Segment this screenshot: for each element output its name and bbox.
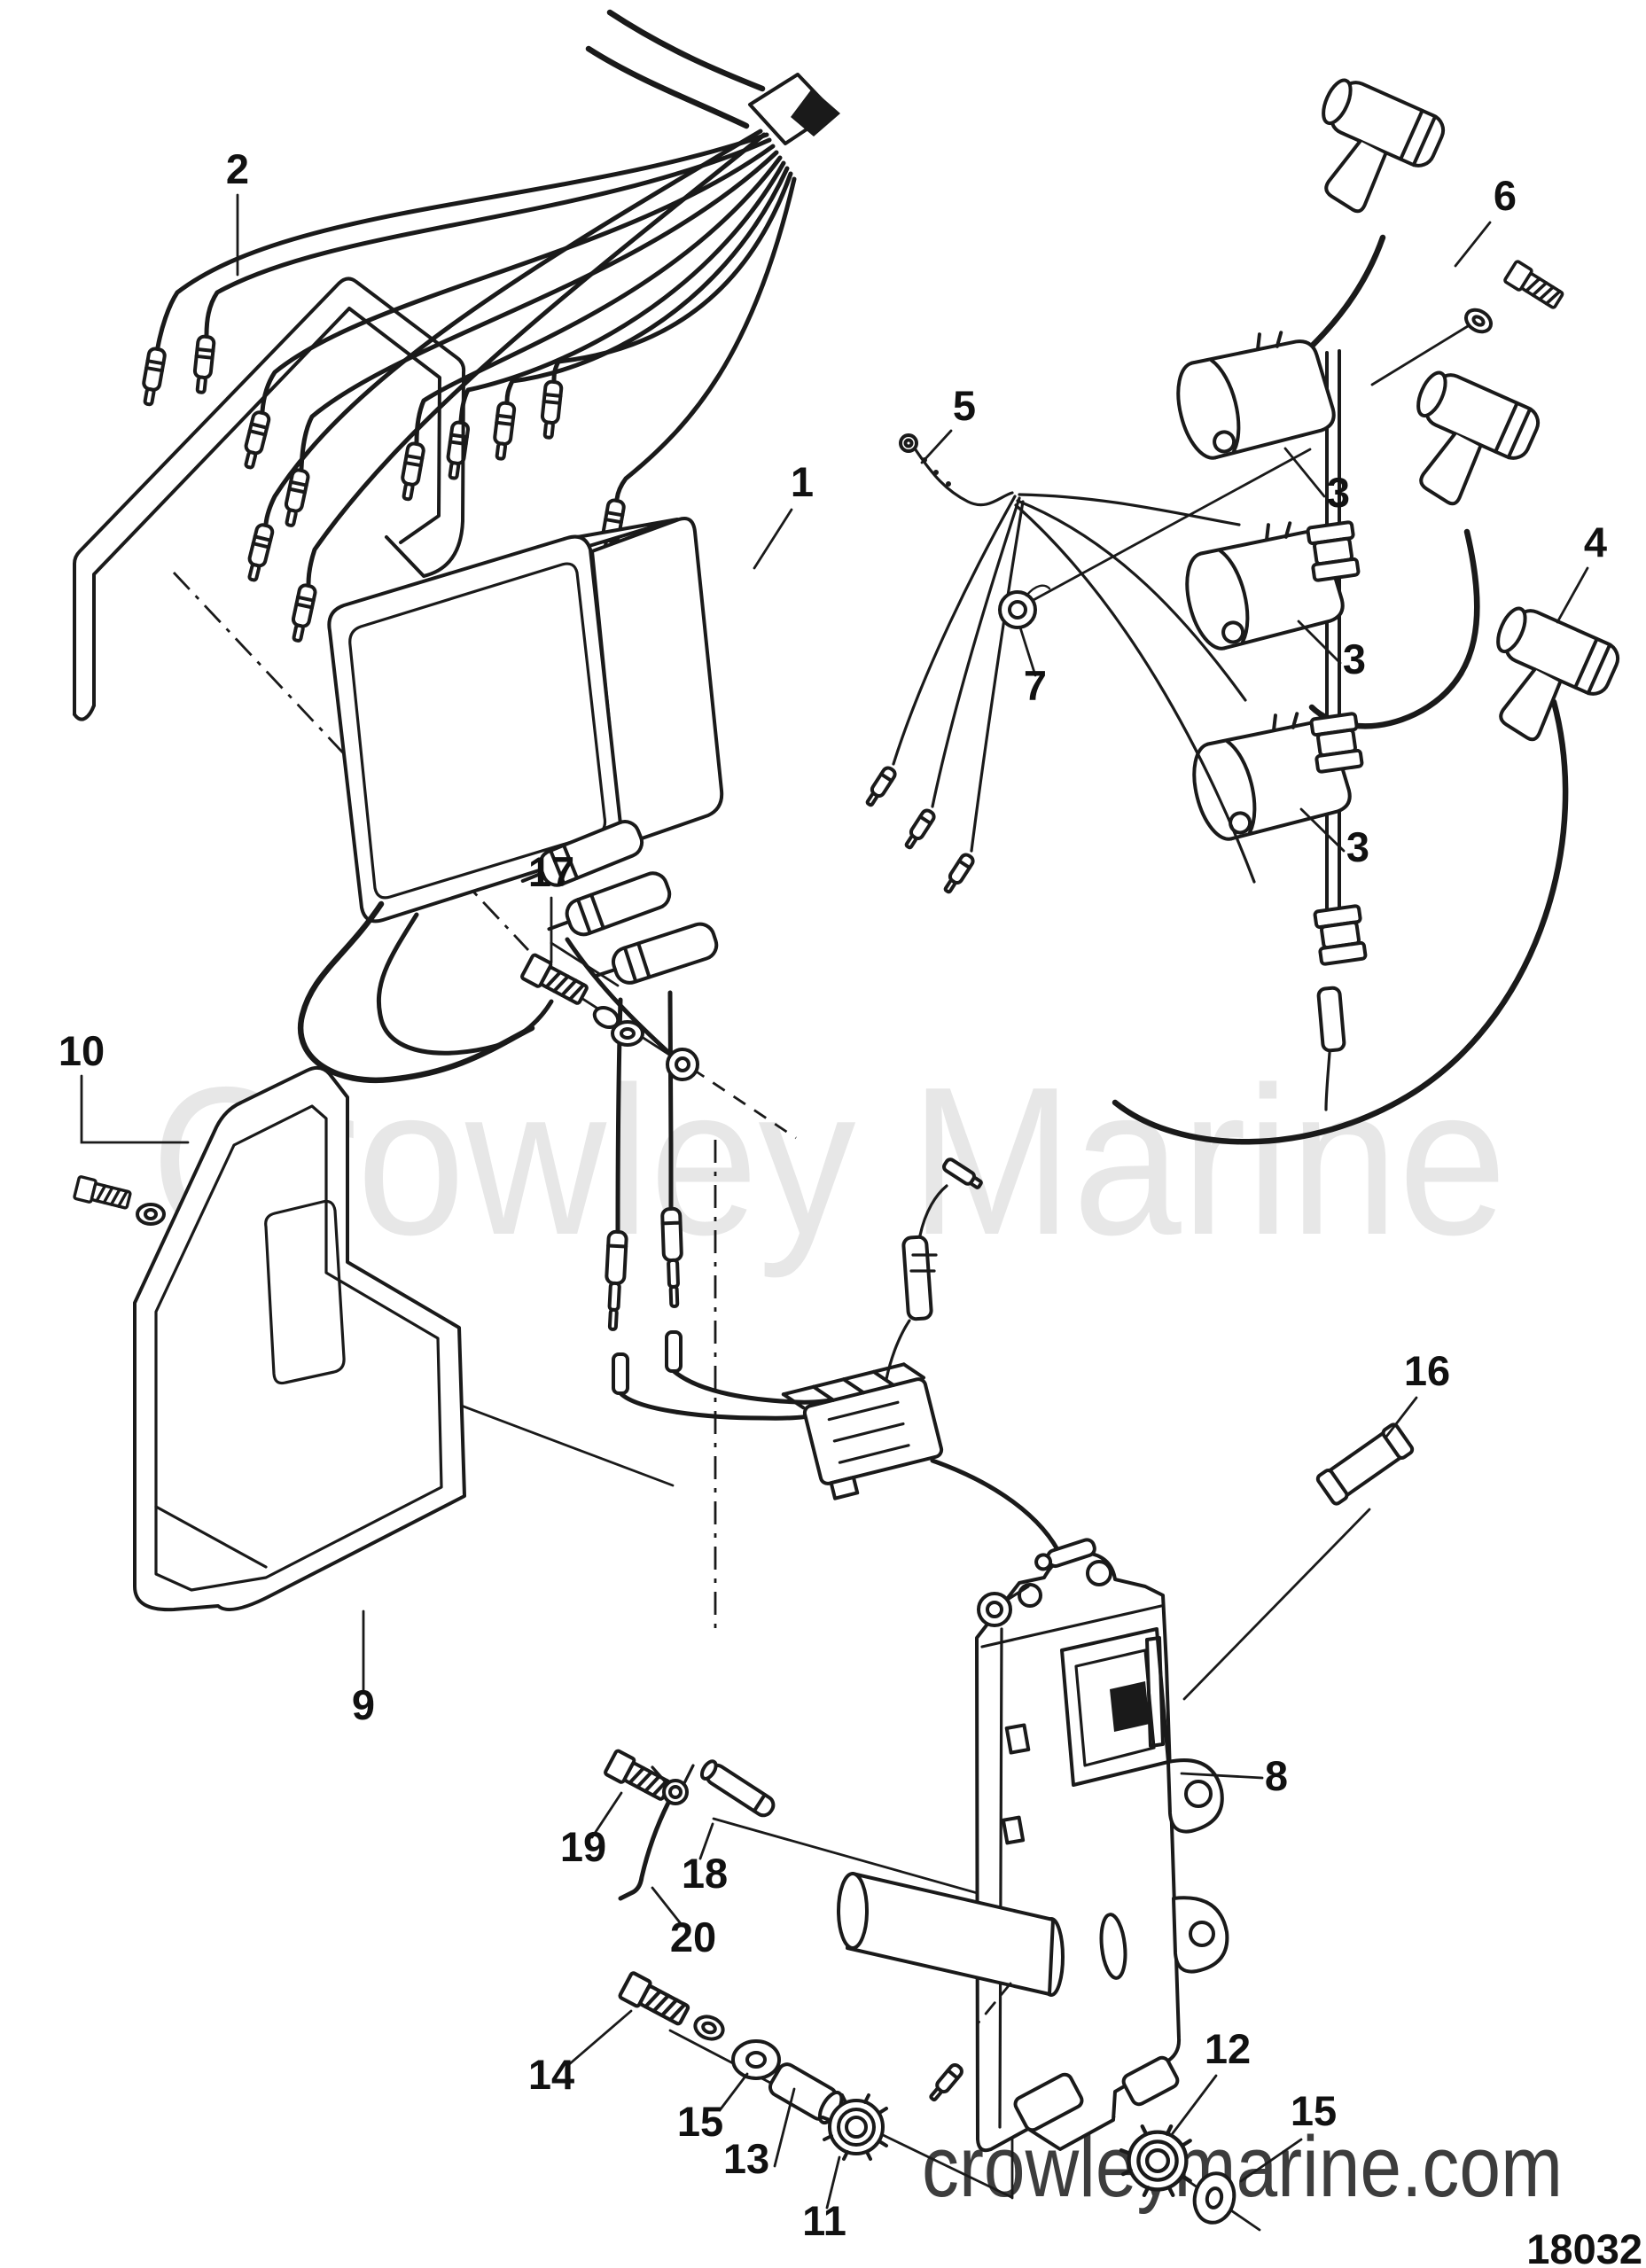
fuse-part16 bbox=[1315, 1422, 1415, 1506]
callout-19: 19 bbox=[560, 1823, 606, 1870]
callout-14: 14 bbox=[528, 2051, 574, 2098]
spark-plug-boot-part4 bbox=[1496, 606, 1620, 742]
hardware-19-20-18 bbox=[605, 1750, 776, 1901]
watermark-text: Crowley Marine bbox=[151, 1044, 1507, 1279]
washer-part15-right bbox=[1192, 2171, 1236, 2225]
spark-plug-boot-top bbox=[1322, 78, 1446, 214]
callout-13: 13 bbox=[723, 2135, 769, 2182]
callout-16: 16 bbox=[1404, 1347, 1450, 1394]
coil-stack-part3 bbox=[1112, 234, 1569, 1145]
ring-terminal bbox=[666, 1048, 699, 1081]
pin-part18 bbox=[699, 1759, 776, 1818]
callout-12: 12 bbox=[1205, 2025, 1251, 2072]
retainer-bracket-part2 bbox=[73, 277, 466, 721]
grommet-part7 bbox=[998, 584, 1051, 629]
callout-1: 1 bbox=[791, 458, 814, 505]
lock-washer-part15 bbox=[693, 2015, 725, 2041]
screw-assembly-part10 bbox=[72, 1174, 166, 1226]
cover-plate-part9 bbox=[133, 1065, 466, 1612]
callout-8: 8 bbox=[1265, 1752, 1288, 1799]
callout-6: 6 bbox=[1494, 172, 1517, 219]
hardware-14-15-13-11 bbox=[620, 1972, 888, 2161]
callout-17: 17 bbox=[528, 848, 574, 895]
callout-15a: 15 bbox=[677, 2098, 723, 2145]
leader-lines bbox=[80, 193, 1589, 2210]
callout-5: 5 bbox=[953, 382, 976, 429]
flat-washer bbox=[731, 2039, 781, 2080]
callout-11: 11 bbox=[802, 2197, 846, 2244]
callout-10: 10 bbox=[59, 1027, 105, 1074]
lead-wire-part5 bbox=[862, 433, 1256, 897]
callout-9: 9 bbox=[352, 1681, 375, 1728]
wiring-harness bbox=[138, 9, 840, 644]
electrical-bracket-part8 bbox=[837, 1538, 1229, 2153]
callout-20: 20 bbox=[670, 1913, 716, 1960]
hardware-12-15 bbox=[1121, 2126, 1236, 2225]
callout-3a: 3 bbox=[1327, 469, 1350, 516]
terminal-part20 bbox=[618, 1764, 695, 1901]
callout-labels: 1 2 3 3 3 4 5 6 7 8 9 10 11 12 13 14 15 … bbox=[59, 145, 1607, 2244]
callout-2: 2 bbox=[226, 145, 249, 192]
spark-plug-boots bbox=[1322, 78, 1620, 742]
callout-18: 18 bbox=[682, 1850, 728, 1897]
callout-3c: 3 bbox=[1346, 823, 1369, 870]
callout-15b: 15 bbox=[1291, 2087, 1337, 2134]
screw-assembly-part17 bbox=[521, 941, 644, 1047]
callout-3b: 3 bbox=[1343, 635, 1366, 682]
spark-lead-part4 bbox=[1112, 698, 1569, 1145]
switch-box-part1 bbox=[297, 517, 724, 1329]
spark-lead-top bbox=[1299, 234, 1386, 358]
spark-plug-boot-middle bbox=[1416, 370, 1541, 506]
callout-4: 4 bbox=[1584, 518, 1607, 565]
callout-7: 7 bbox=[1024, 662, 1047, 709]
footer-website-text: crowleymarine.com bbox=[922, 2118, 1563, 2215]
bolt-part14 bbox=[620, 1972, 691, 2028]
drawing-number: 18032 bbox=[1526, 2225, 1642, 2268]
screw-assembly-part6 bbox=[1464, 259, 1567, 334]
